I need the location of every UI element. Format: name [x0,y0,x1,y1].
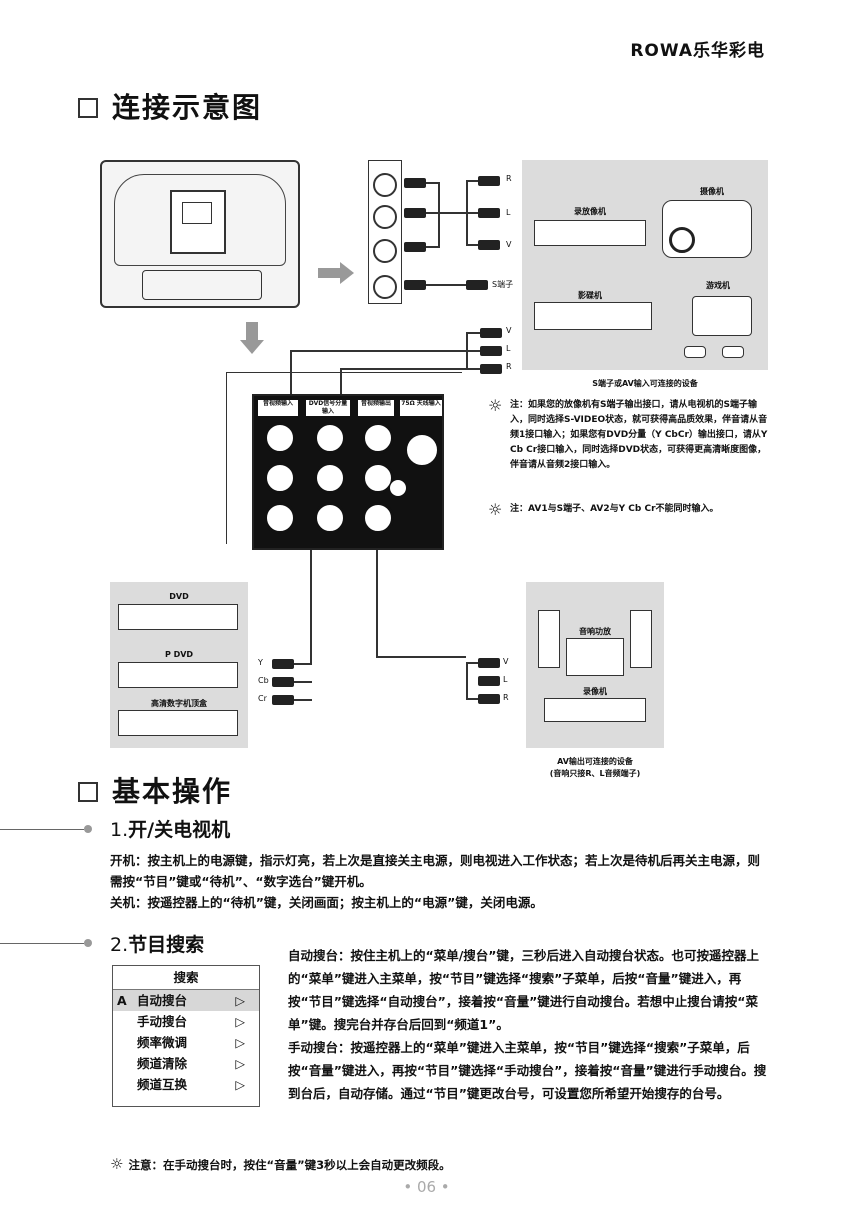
device-label-stb: 高清数字机顶盒 [151,699,207,708]
arrow-right-icon: ▷ [235,1014,245,1029]
menu-item-auto-search[interactable]: A 自动搜台 ▷ [113,990,259,1011]
menu-item-manual-search[interactable]: 手动搜台 ▷ [113,1011,259,1032]
av-out-label-r: R [506,362,512,371]
cursor-marker-icon: A [117,993,127,1008]
lightbulb-icon: ☼ [488,396,503,415]
tv-jack-panel: 音视频输入 DVD信号分量输入 音视频输出 75Ω 天线输入 [252,394,444,550]
menu-item-fine-tune[interactable]: 频率微调 ▷ [113,1032,259,1053]
output-devices-panel: 音响功放 录像机 [526,582,664,748]
lightbulb-icon: ☼ [110,1155,124,1173]
component-devices-panel: DVD P DVD 高清数字机顶盒 [110,582,248,748]
vcr-icon [534,220,646,246]
camcorder-icon [662,200,752,258]
av-bottom-label-v: V [503,657,509,666]
subsection-power: 1.开/关电视机 [110,819,231,841]
diagram-note-2: ☼ 注：AV1与S端子、AV2与Y Cb Cr不能同时输入。 [488,500,719,519]
ypbpr-label-cb: Cb [258,676,269,685]
lightbulb-icon: ☼ [488,500,503,519]
device-label-pdvd: P DVD [164,650,194,659]
jack-label-s: S端子 [492,280,514,289]
av-out-label-v: V [506,326,512,335]
dvd-player-icon [534,302,652,330]
arrow-right-icon: ▷ [235,1056,245,1071]
footnote: ☼ 注意：在手动搜台时，按住“音量”键3秒以上会自动更改频段。 [110,1155,451,1173]
device-label-dvd-player: 影碟机 [578,291,602,300]
arrow-right-icon [318,268,340,278]
input-devices-panel: 录放像机 摄像机 影碟机 游戏机 [522,160,768,370]
menu-item-channel-swap[interactable]: 频道互换 ▷ [113,1074,259,1095]
speaker-right-icon [630,610,652,668]
device-label-amp: 音响功放 [579,627,611,636]
amplifier-icon [566,638,624,676]
bullet-dot-icon [84,825,92,833]
page-number: • 06 • [403,1178,450,1196]
side-jack-panel [368,160,402,304]
device-label-vcr: 录放像机 [574,207,606,216]
ypbpr-label-cr: Cr [258,694,267,703]
diagram-note-1: ☼ 注：如果您的放像机有S端子输出接口，请从电视机的S端子输入，同时选择S-VI… [488,396,768,470]
game-console-icon [692,296,752,336]
jack-label-l: L [506,208,511,217]
set-top-box-icon [118,710,238,736]
input-devices-caption: S端子或AV输入可连接的设备 [592,379,698,388]
jack-label-r: R [506,174,512,183]
checkbox-square-icon [78,782,98,802]
subsection-search: 2.节目搜索 [110,934,205,956]
dvd-icon [118,604,238,630]
auto-search-text: 自动搜台：按住主机上的“菜单/搜台”键，三秒后进入自动搜台状态。也可按遥控器上的… [288,948,759,1032]
section-title-diagram: 连接示意图 [78,86,262,126]
recorder-icon [544,698,646,722]
brand-logo: ROWA乐华彩电 [630,41,765,61]
speaker-left-icon [538,610,560,668]
bullet-dot-icon [84,939,92,947]
output-devices-caption-2: (音响只接R、L音频端子) [549,769,641,778]
av-out-label-l: L [506,344,511,353]
arrow-down-icon [246,322,258,340]
arrow-right-icon: ▷ [235,1077,245,1092]
arrow-right-icon: ▷ [235,1035,245,1050]
section-title-text: 连接示意图 [112,91,263,124]
ypbpr-label-y: Y [258,658,263,667]
section-title-text: 基本操作 [112,775,233,808]
power-on-text: 开机：按主机上的电源键，指示灯亮，若上次是直接关主电源，则电视进入工作状态；若上… [110,853,761,889]
device-label-dvd: DVD [169,592,189,601]
search-menu: 搜索 A 自动搜台 ▷ 手动搜台 ▷ 频率微调 ▷ 频道清除 ▷ 频道互换 ▷ [112,965,260,1107]
av-bottom-label-r: R [503,693,509,702]
manual-search-text: 手动搜台：按遥控器上的“菜单”键进入主菜单，按“节目”键选择“搜索”子菜单，后按… [288,1040,767,1101]
arrow-right-icon: ▷ [235,993,245,1008]
jack-label-v: V [506,240,512,249]
checkbox-square-icon [78,98,98,118]
progressive-dvd-icon [118,662,238,688]
tv-rear-illustration [100,160,300,308]
section-title-basic: 基本操作 [78,770,232,810]
device-label-game: 游戏机 [706,281,730,290]
device-label-recorder: 录像机 [583,687,607,696]
device-label-camcorder: 摄像机 [700,187,724,196]
menu-header: 搜索 [113,966,259,990]
menu-item-channel-clear[interactable]: 频道清除 ▷ [113,1053,259,1074]
connection-diagram: R L V S端子 录放像机 摄像机 影碟机 游戏机 S端子或AV输入可连接的设… [0,150,853,790]
power-off-text: 关机：按遥控器上的“待机”键，关闭画面；按主机上的“电源”键，关闭电源。 [110,895,543,910]
av-bottom-label-l: L [503,675,508,684]
output-devices-caption: AV输出可连接的设备 [557,757,633,766]
